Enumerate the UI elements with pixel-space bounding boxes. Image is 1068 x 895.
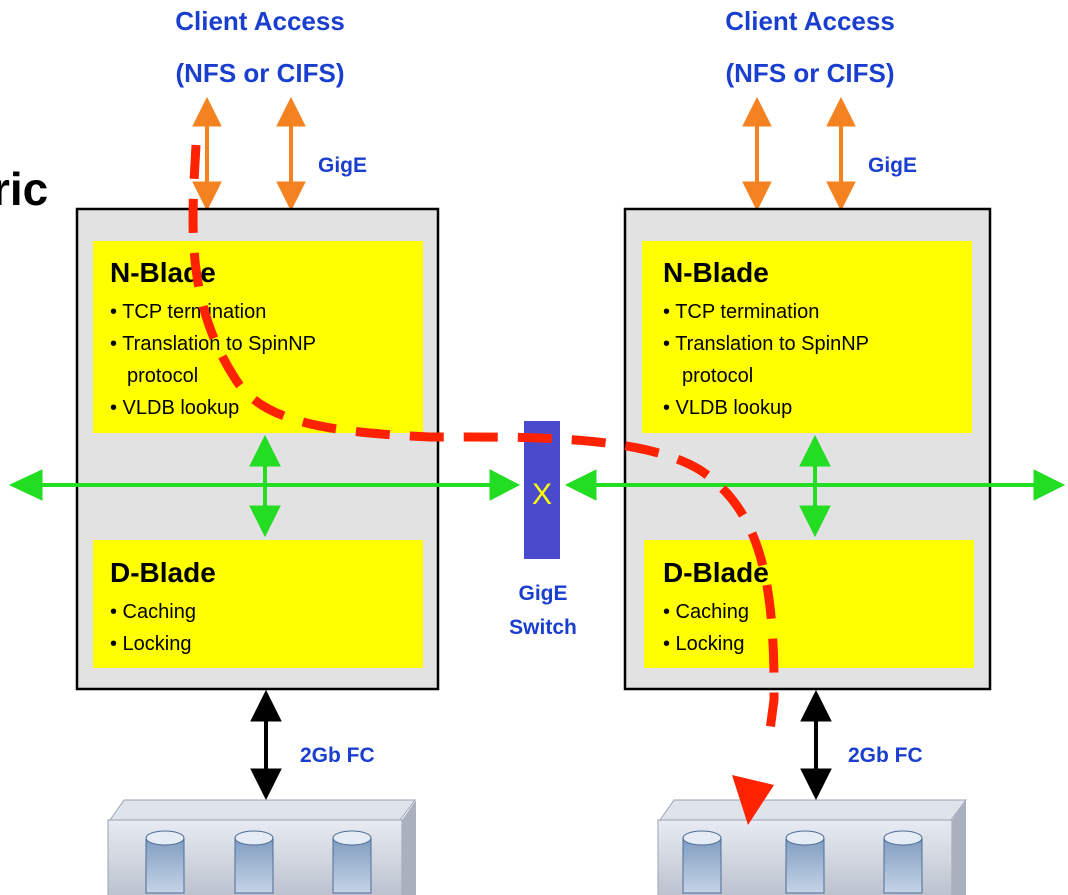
d-blade-item: • Locking xyxy=(110,633,192,655)
n-blade-title: N-Blade xyxy=(663,257,769,288)
switch-icon xyxy=(524,421,560,559)
disk-array-icon xyxy=(657,799,967,895)
n-blade-item: • TCP termination xyxy=(663,301,819,323)
client-protocol-label: (NFS or CIFS) xyxy=(176,58,345,88)
n-blade-item: protocol xyxy=(127,365,198,387)
storage-link-label: 2Gb FC xyxy=(300,744,375,767)
n-blade-item: • VLDB lookup xyxy=(663,397,792,419)
page-title-fragment: ric xyxy=(0,163,48,215)
gige-switch: X GigE Switch xyxy=(509,421,577,639)
disk-icon xyxy=(332,830,372,894)
d-blade: D-Blade • Caching • Locking xyxy=(93,540,423,668)
d-blade: D-Blade • Caching • Locking xyxy=(644,540,974,668)
client-link-arrow xyxy=(826,96,856,212)
node-left: Client Access (NFS or CIFS) GigE N-Blade… xyxy=(75,6,440,895)
n-blade-item: • Translation to SpinNP xyxy=(663,333,869,355)
d-blade-title: D-Blade xyxy=(110,557,216,588)
disk-icon xyxy=(883,830,923,894)
disk-array-icon xyxy=(107,799,416,895)
d-blade-item: • Locking xyxy=(663,633,745,655)
disk-icon xyxy=(234,830,274,894)
d-blade-item: • Caching xyxy=(110,601,196,623)
d-blade-item: • Caching xyxy=(663,601,749,623)
n-blade: N-Blade • TCP termination • Translation … xyxy=(642,241,972,433)
storage-link-arrow xyxy=(250,689,282,801)
node-right: Client Access (NFS or CIFS) GigE N-Blade… xyxy=(623,6,992,895)
data-path-arrowhead xyxy=(732,775,774,825)
disk-icon xyxy=(682,830,722,894)
storage-link-arrow xyxy=(800,689,832,801)
switch-label: Switch xyxy=(509,616,577,639)
n-blade-item: protocol xyxy=(682,365,753,387)
n-blade-item: • Translation to SpinNP xyxy=(110,333,316,355)
cluster-interconnect-arrow xyxy=(8,469,1066,501)
client-link-label: GigE xyxy=(868,154,917,177)
n-blade-item: • VLDB lookup xyxy=(110,397,239,419)
client-link-arrow xyxy=(192,96,222,212)
switch-label: GigE xyxy=(518,582,567,605)
client-link-arrow xyxy=(276,96,306,212)
disk-icon xyxy=(145,830,185,894)
storage-link-label: 2Gb FC xyxy=(848,744,923,767)
switch-mark: X xyxy=(532,478,552,511)
client-link-arrow xyxy=(742,96,772,212)
data-path xyxy=(188,144,779,825)
client-access-label: Client Access xyxy=(175,6,345,36)
client-access-label: Client Access xyxy=(725,6,895,36)
client-link-label: GigE xyxy=(318,154,367,177)
d-blade-title: D-Blade xyxy=(663,557,769,588)
n-blade-item: • TCP termination xyxy=(110,301,266,323)
disk-icon xyxy=(785,830,825,894)
client-protocol-label: (NFS or CIFS) xyxy=(726,58,895,88)
